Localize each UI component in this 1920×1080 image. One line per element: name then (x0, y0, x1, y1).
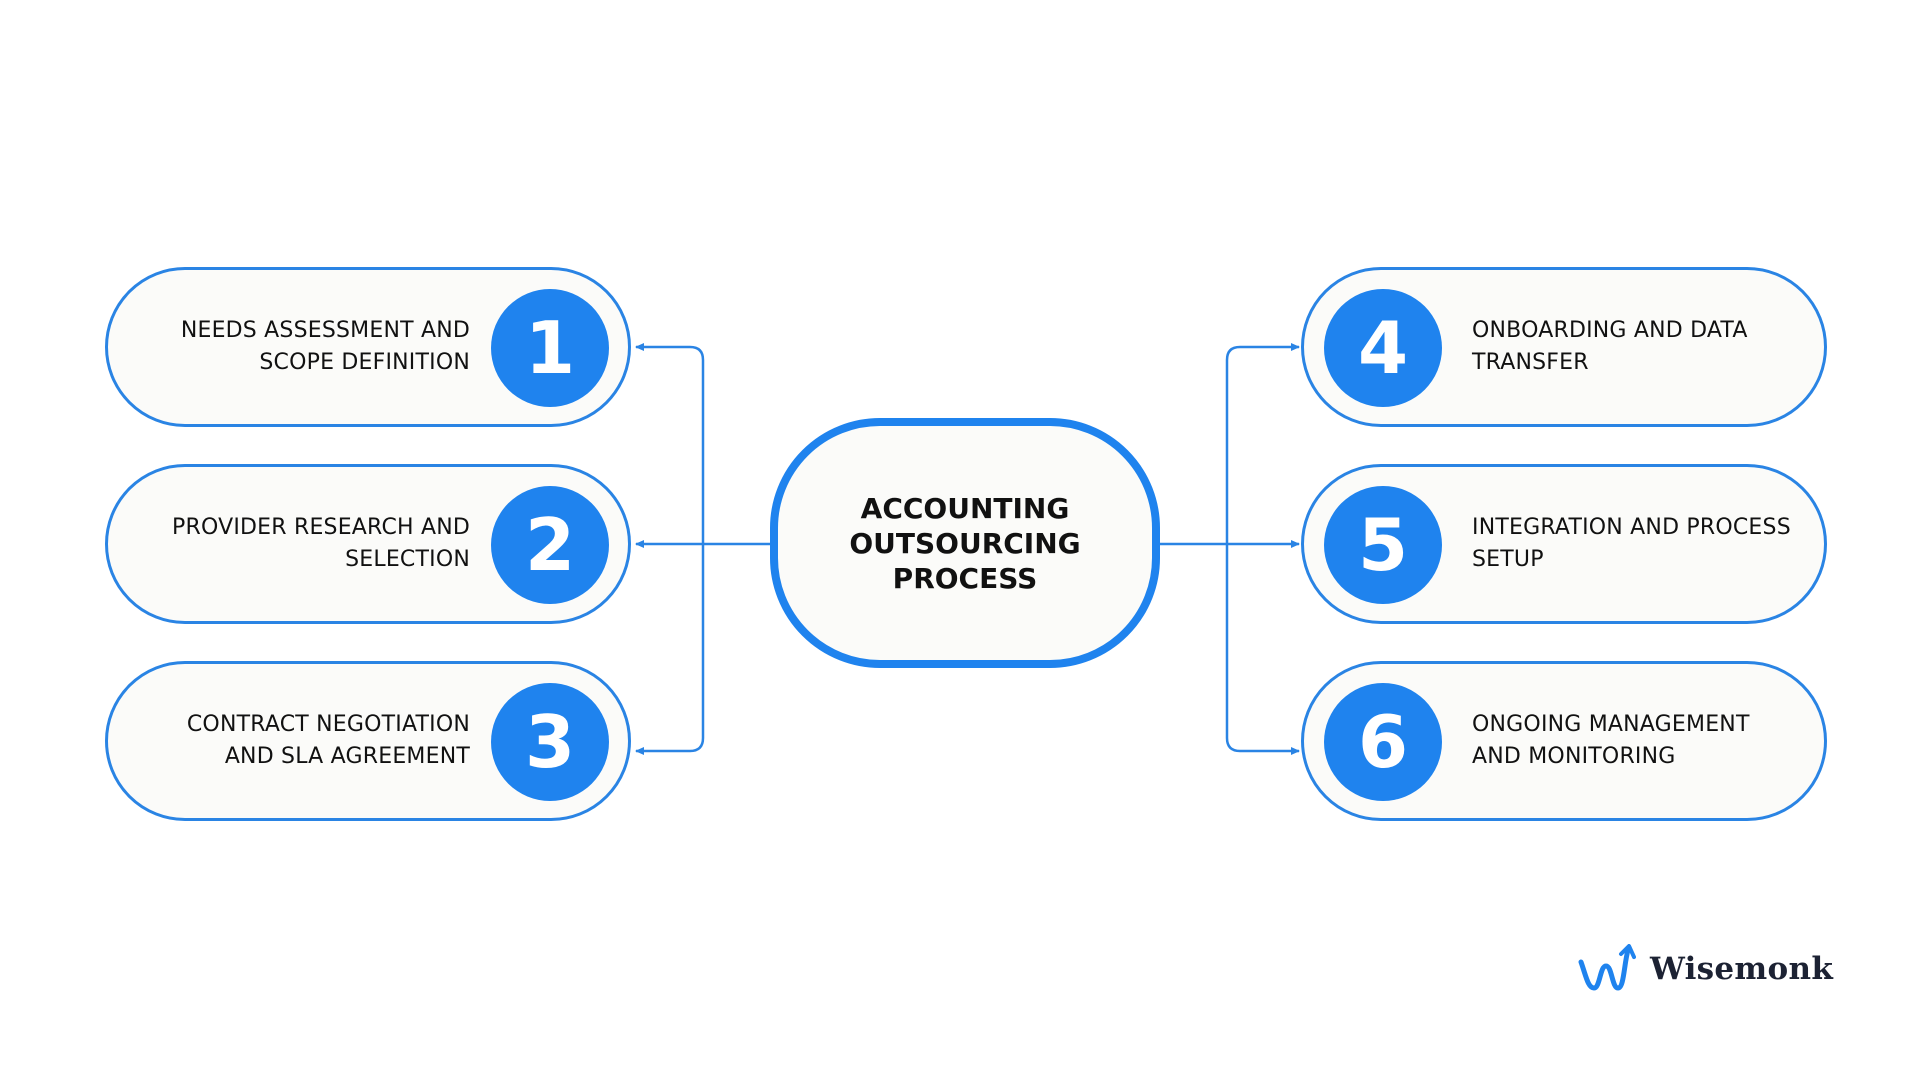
step-label: ONGOING MANAGEMENT AND MONITORING (1472, 712, 1750, 769)
step-label: CONTRACT NEGOTIATION AND SLA AGREEMENT (186, 712, 470, 769)
step-label: INTEGRATION AND PROCESS SETUP (1472, 515, 1791, 572)
step-number-badge: 6 (1324, 683, 1442, 801)
connector-to-step-3 (635, 544, 705, 755)
step-label: NEEDS ASSESSMENT AND SCOPE DEFINITION (180, 318, 470, 375)
step-label: PROVIDER RESEARCH AND SELECTION (172, 515, 470, 572)
step-number-badge: 4 (1324, 289, 1442, 407)
connector-to-step-6 (1225, 544, 1300, 755)
step-number-badge: 2 (491, 486, 609, 604)
step-node-1: NEEDS ASSESSMENT AND SCOPE DEFINITION 1 (105, 267, 631, 427)
step-node-2: PROVIDER RESEARCH AND SELECTION 2 (105, 464, 631, 624)
step-node-6: 6 ONGOING MANAGEMENT AND MONITORING (1301, 661, 1827, 821)
step-label: ONBOARDING AND DATA TRANSFER (1472, 318, 1748, 375)
center-node: ACCOUNTING OUTSOURCING PROCESS (770, 418, 1160, 668)
step-number-badge: 3 (491, 683, 609, 801)
connector-to-step-1 (635, 343, 705, 544)
connector-to-step-4 (1225, 343, 1300, 544)
step-node-5: 5 INTEGRATION AND PROCESS SETUP (1301, 464, 1827, 624)
brand-logo: Wisemonk (1578, 944, 1833, 994)
step-number-badge: 5 (1324, 486, 1442, 604)
step-node-4: 4 ONBOARDING AND DATA TRANSFER (1301, 267, 1827, 427)
brand-name: Wisemonk (1650, 951, 1834, 987)
center-title: ACCOUNTING OUTSOURCING PROCESS (849, 491, 1081, 595)
step-number-badge: 1 (491, 289, 609, 407)
step-node-3: CONTRACT NEGOTIATION AND SLA AGREEMENT 3 (105, 661, 631, 821)
wisemonk-logo-icon (1578, 944, 1636, 991)
